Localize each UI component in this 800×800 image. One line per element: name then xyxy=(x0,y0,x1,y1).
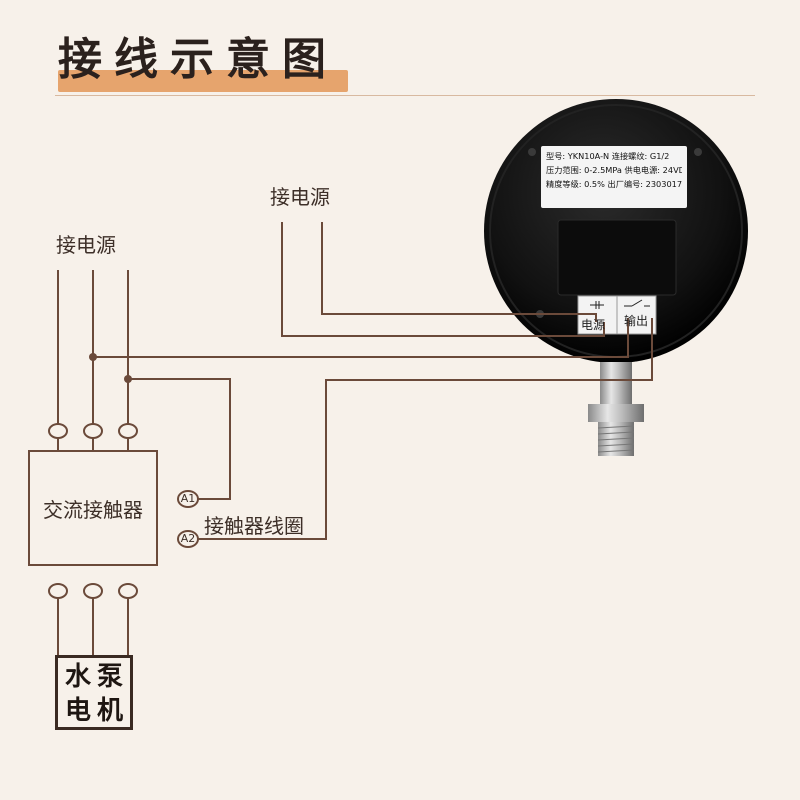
terminal-power-label: 电源 xyxy=(581,318,606,332)
title-block: 接线示意图 xyxy=(58,30,348,92)
gauge-nut xyxy=(588,404,644,422)
motor-label-line2: 电机 xyxy=(64,696,129,726)
page-title: 接线示意图 xyxy=(58,34,338,85)
gauge-screw-top-right xyxy=(694,148,702,156)
motor-label-line1: 水泵 xyxy=(64,662,129,692)
terminal-top-1 xyxy=(48,423,68,439)
nameplate-range: 压力范围: 0-2.5MPa 供电电源: 24VDC xyxy=(546,165,682,175)
contactor-terminals xyxy=(48,423,138,599)
title-divider xyxy=(55,95,755,96)
wire-coil-a2 xyxy=(198,318,653,540)
terminal-top-2 xyxy=(83,423,103,439)
nameplate-model: 型号: YKN10A-N 连接螺纹: G1/2 xyxy=(546,151,670,161)
label-power-top: 接电源 xyxy=(270,185,330,209)
terminal-bottom-2 xyxy=(83,583,103,599)
gauge-screw-top-left xyxy=(528,148,536,156)
gauge-nameplate: 型号: YKN10A-N 连接螺纹: G1/2 压力范围: 0-2.5MPa 供… xyxy=(541,146,687,208)
label-power-left: 接电源 xyxy=(56,233,116,257)
terminal-bottom-3 xyxy=(118,583,138,599)
terminal-bottom-1 xyxy=(48,583,68,599)
terminal-output-label: 输出 xyxy=(624,314,649,328)
terminal-top-3 xyxy=(118,423,138,439)
terminal-cover xyxy=(557,219,677,296)
junction-dot-l2 xyxy=(89,353,97,361)
label-coil: 接触器线圈 xyxy=(204,514,304,538)
title-highlight xyxy=(58,70,348,92)
wire-power-2 xyxy=(321,222,597,322)
pump-motor-box: 水泵 电机 xyxy=(55,655,133,730)
gauge-neck xyxy=(600,362,632,404)
contactor-box: 交流接触器 xyxy=(28,450,158,566)
junction-dot-l3 xyxy=(124,375,132,383)
wires xyxy=(57,222,653,655)
coil-terminal-a1: A1 xyxy=(177,490,199,508)
contactor-label: 交流接触器 xyxy=(43,497,143,522)
wire-output-1 xyxy=(93,318,629,358)
wire-coil-a1 xyxy=(128,378,231,500)
coil-terminal-a2: A2 xyxy=(177,530,199,548)
wire-power-1 xyxy=(281,222,605,337)
nameplate-accuracy: 精度等级: 0.5% 出厂编号: 230301785 xyxy=(546,179,682,189)
